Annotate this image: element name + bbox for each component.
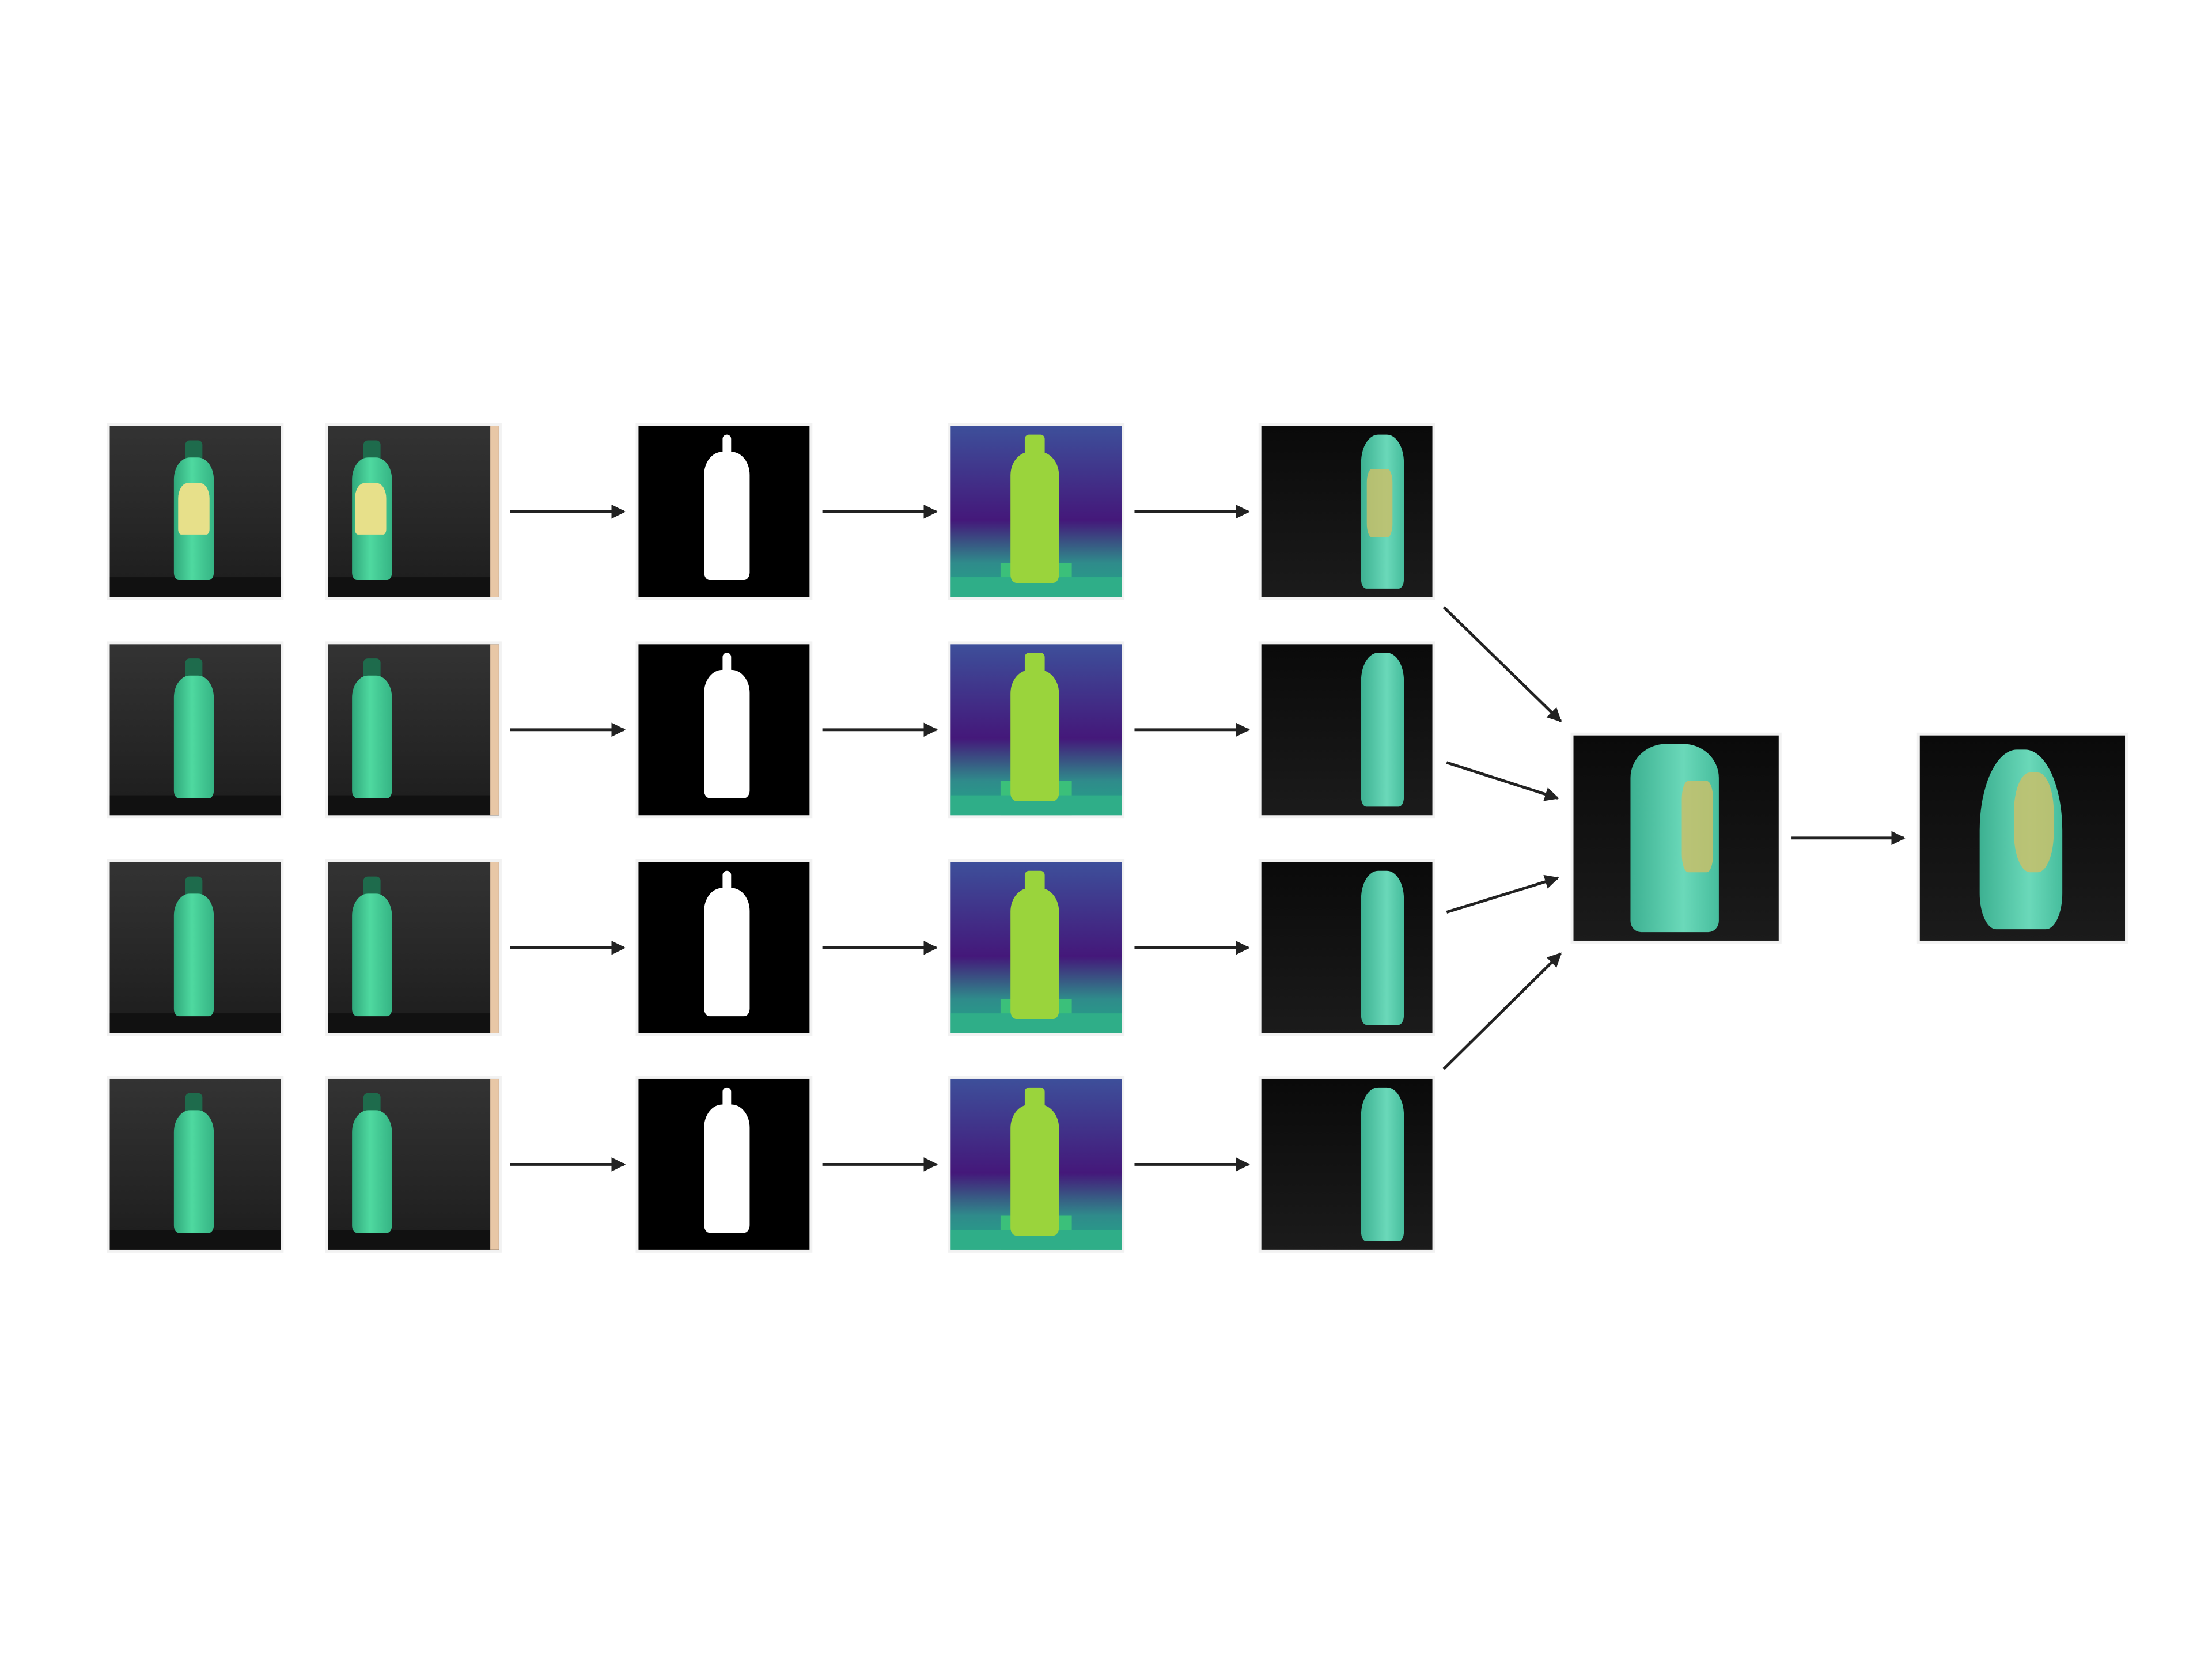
partial-point-cloud: [1261, 1078, 1433, 1250]
bottle-cap: [1024, 434, 1045, 455]
rgb-image-1: [109, 1078, 281, 1250]
bottle-cap: [1024, 1087, 1045, 1108]
side-edge: [490, 426, 499, 597]
rgb-image-1: [109, 426, 281, 597]
bottle: [173, 675, 214, 798]
arrow: [1442, 606, 1562, 722]
rgb-image-1: [109, 644, 281, 816]
bottle-cap: [1024, 653, 1045, 673]
segmentation-mask: [638, 426, 810, 597]
bottle-cap: [363, 440, 381, 461]
arrow: [1442, 952, 1562, 1070]
bottle-label: [178, 483, 210, 535]
table-base: [328, 795, 499, 816]
bottle-cap: [185, 440, 203, 461]
fused-label: [1681, 781, 1713, 873]
mesh-label: [2014, 772, 2054, 873]
table-base: [109, 577, 281, 597]
bottle-cap: [363, 1093, 381, 1113]
bottle-cap: [1024, 870, 1045, 891]
partial-point-cloud: [1261, 426, 1433, 597]
table-base: [109, 795, 281, 816]
bottle: [704, 452, 750, 580]
bottle-cap: [185, 876, 203, 897]
side-edge: [490, 644, 499, 816]
segmentation-mask: [638, 1078, 810, 1250]
bottle: [1010, 452, 1059, 583]
bottle-cap: [722, 434, 732, 455]
depth-map: [950, 426, 1122, 597]
bottle: [704, 669, 750, 798]
side-edge: [490, 1078, 499, 1250]
rgb-image-2: [328, 644, 499, 816]
table-base: [328, 1013, 499, 1033]
segmentation-mask: [638, 862, 810, 1033]
table-base: [109, 1230, 281, 1250]
fused-point-cloud: [1573, 735, 1779, 941]
bottle-cap: [363, 658, 381, 679]
bottle: [1010, 1104, 1059, 1236]
bottle: [173, 1110, 214, 1233]
depth-map: [950, 862, 1122, 1033]
partial-point-cloud: [1261, 644, 1433, 816]
bottle-cap: [722, 870, 732, 891]
bottle-cap: [185, 1093, 203, 1113]
point-cloud-bottle: [1361, 870, 1404, 1025]
arrow: [1446, 761, 1559, 801]
bottle-cap: [363, 876, 381, 897]
bottle-label: [355, 483, 387, 535]
depth-map: [950, 644, 1122, 816]
segmentation-mask: [638, 644, 810, 816]
table-base: [109, 1013, 281, 1033]
point-cloud-bottle: [1361, 1087, 1404, 1242]
bottle: [1010, 669, 1059, 801]
bottle: [173, 893, 214, 1017]
bottle: [352, 893, 392, 1017]
bottle-cap: [722, 653, 732, 673]
point-cloud-bottle: [1361, 653, 1404, 807]
rgb-image-2: [328, 862, 499, 1033]
bottle: [704, 1104, 750, 1233]
point-cloud-label: [1366, 469, 1393, 537]
partial-point-cloud: [1261, 862, 1433, 1033]
side-edge: [490, 862, 499, 1033]
rgb-image-1: [109, 862, 281, 1033]
bottle: [1010, 888, 1059, 1020]
bottle: [704, 888, 750, 1017]
arrow: [1446, 874, 1559, 914]
bottle: [352, 675, 392, 798]
rgb-image-2: [328, 1078, 499, 1250]
table-base: [328, 577, 499, 597]
bottle-cap: [722, 1087, 732, 1108]
depth-map: [950, 1078, 1122, 1250]
bottle-cap: [185, 658, 203, 679]
reconstructed-mesh: [1919, 735, 2126, 941]
table-base: [328, 1230, 499, 1250]
bottle: [352, 1110, 392, 1233]
rgb-image-2: [328, 426, 499, 597]
